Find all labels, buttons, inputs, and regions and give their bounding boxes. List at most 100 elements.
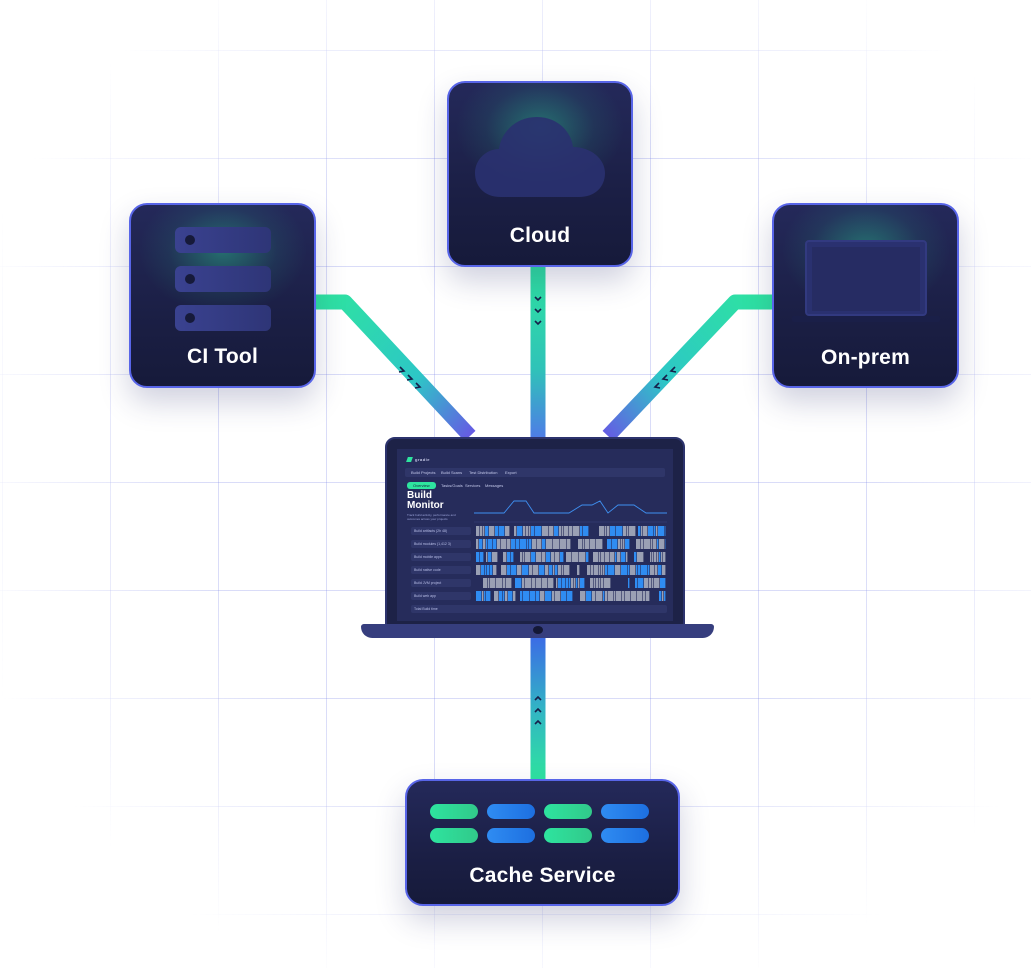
build-segment [499,526,505,536]
build-segment [484,591,486,601]
build-segment [492,552,498,562]
build-segment [657,552,659,562]
build-segment [520,539,527,549]
build-segment [488,552,492,562]
build-segment [599,552,601,562]
screen-subtitle: Track build activity, performance and ou… [407,513,456,521]
build-segment [561,591,567,601]
build-row[interactable]: Build JVM project [411,579,471,587]
build-segment [516,539,520,549]
build-segment [497,539,501,549]
build-segment [590,578,594,588]
build-segment [493,565,497,575]
build-segment [652,578,654,588]
build-segment [586,552,589,562]
build-segment [530,591,536,601]
build-segment [487,565,490,575]
build-segment [555,552,560,562]
cache-service-node[interactable]: Cache Service [405,779,680,906]
build-segment [593,552,599,562]
build-segment [601,565,603,575]
screen-brand: gradle [406,457,430,463]
build-segment [649,578,652,588]
build-segment [523,591,530,601]
build-segment [605,552,610,562]
build-segment [536,591,540,601]
build-segment [485,526,489,536]
build-segment [520,552,523,562]
tab-overview[interactable]: Overview [407,482,436,489]
build-segment [658,526,665,536]
build-segment [531,552,536,562]
link-ci-tool [312,294,476,442]
build-segment [553,539,560,549]
build-segment [476,578,483,588]
build-segment [603,591,605,601]
build-segment [503,578,506,588]
chevrons-cache [534,695,542,725]
build-segment [505,591,508,601]
build-segment [571,578,574,588]
build-segment [573,591,580,601]
build-segment [616,526,623,536]
nav-item[interactable]: Build Projects [411,470,436,475]
build-segment [480,552,484,562]
build-segment [611,578,616,588]
tab-services[interactable]: Services [465,483,481,488]
build-segment [618,539,621,549]
build-segment [630,578,635,588]
build-segment [621,565,628,575]
build-segment [603,539,607,549]
build-segment [559,526,562,536]
build-segment [560,552,564,562]
build-segment [512,578,515,588]
build-segment [562,526,564,536]
build-segment [628,578,630,588]
build-segment [650,565,655,575]
build-segment [555,565,558,575]
tab-messages[interactable]: Messages [485,483,504,488]
build-segment [636,565,638,575]
build-segment [596,539,603,549]
build-row[interactable]: Build native code [411,566,471,574]
build-segment [525,552,531,562]
build-segment [605,591,608,601]
screen-title: Build Monitor [407,490,444,511]
screen-footer: Total Build time [411,605,667,613]
build-segment [637,591,643,601]
build-segment [552,591,555,601]
build-segment [483,578,488,588]
build-segment [512,526,514,536]
build-segment [661,552,663,562]
build-segment [482,591,484,601]
cloud-node[interactable]: Cloud [447,81,633,267]
build-activity-strip [476,578,666,588]
nav-item[interactable]: Export [505,470,517,475]
build-row[interactable]: Build web app [411,592,471,600]
build-segment [589,526,592,536]
build-segment [522,565,529,575]
build-segment [599,526,605,536]
build-segment [572,552,579,562]
tab-tasks[interactable]: Tasks/Goals [441,483,463,488]
build-segment [476,591,482,601]
ci-tool-node[interactable]: CI Tool [129,203,316,388]
build-segment [662,565,666,575]
build-row[interactable]: Build artifacts (2h 48) [411,527,471,535]
build-segment [554,526,559,536]
build-segment [604,578,611,588]
build-segment [638,565,641,575]
build-segment [499,591,503,601]
build-row[interactable]: Build modules (1,412 3) [411,540,471,548]
nav-item[interactable]: Build Scans [441,470,463,475]
build-row[interactable]: Build mobile apps [411,553,471,561]
build-segment [567,591,573,601]
build-segment [507,565,511,575]
build-segment [514,526,517,536]
build-segment [594,565,599,575]
build-segment [590,539,596,549]
build-segment [651,539,653,549]
nav-item[interactable]: Test Distribution [469,470,498,475]
on-prem-node[interactable]: On-prem [772,203,959,388]
